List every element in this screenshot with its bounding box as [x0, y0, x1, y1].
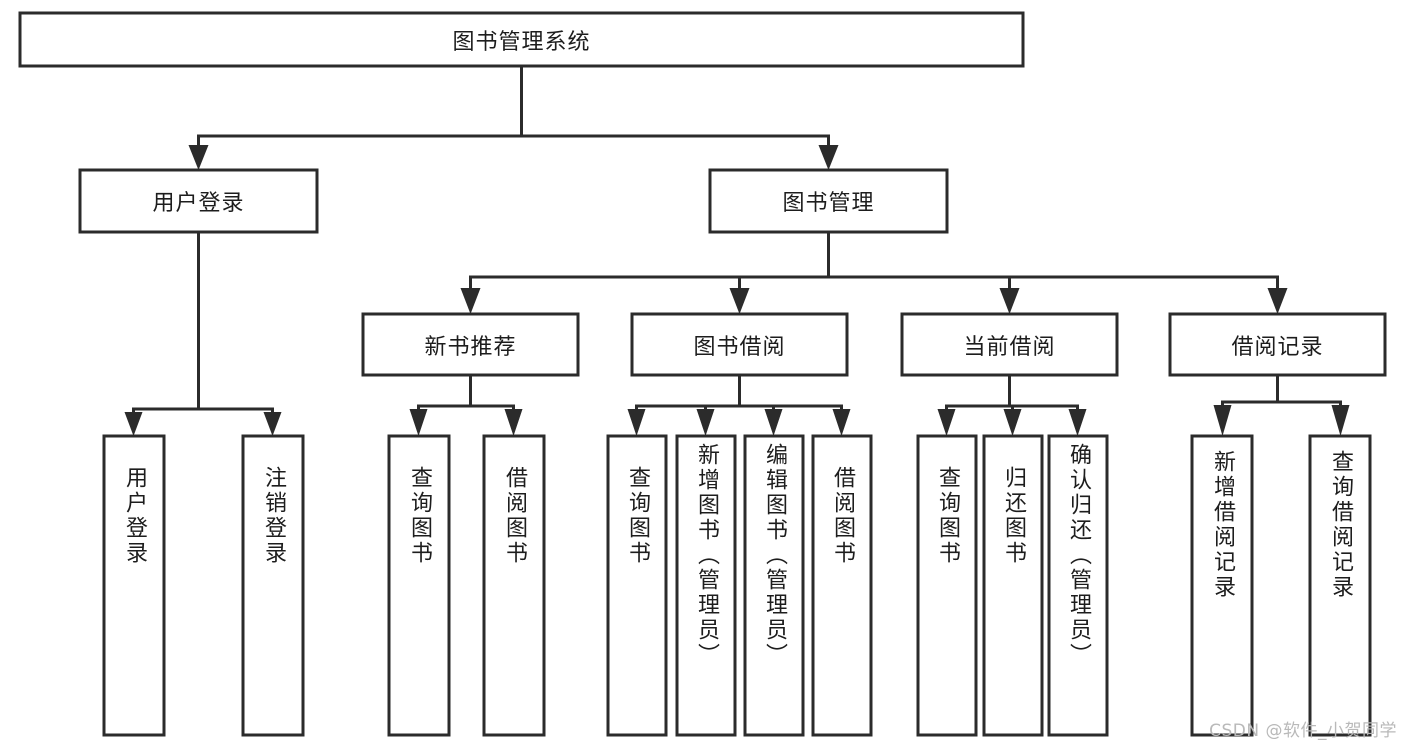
- node-box-leaf-query-book-2[interactable]: [606, 434, 668, 737]
- node-box-new-book-rec[interactable]: [361, 312, 580, 377]
- node-box-current-borrow[interactable]: [900, 312, 1119, 377]
- node-box-leaf-add-book[interactable]: [675, 434, 737, 737]
- node-box-leaf-query-book-1[interactable]: [387, 434, 451, 737]
- arrow-bb-to-borrow-book: [832, 409, 851, 436]
- arrow-root-to-book-manage: [818, 145, 839, 170]
- node-box-leaf-add-record[interactable]: [1190, 434, 1254, 737]
- arrow-bb-to-query-book: [627, 409, 646, 436]
- arrow-root-to-user-login: [188, 145, 209, 170]
- edges-layer: [124, 64, 1350, 436]
- node-box-borrow-record[interactable]: [1168, 312, 1387, 377]
- node-box-leaf-confirm-return[interactable]: [1047, 434, 1109, 737]
- arrow-bm-to-borrow-record: [1267, 288, 1288, 314]
- arrow-br-to-add-record: [1213, 405, 1232, 436]
- arrow-bm-to-current-borrow: [999, 288, 1020, 314]
- node-box-user-login[interactable]: [78, 168, 319, 234]
- node-box-leaf-user-login[interactable]: [102, 434, 166, 737]
- arrow-cb-to-query-book: [937, 409, 956, 436]
- node-box-book-manage[interactable]: [708, 168, 949, 234]
- arrow-br-to-query-record: [1331, 405, 1350, 436]
- arrow-bm-to-book-borrow: [729, 288, 750, 314]
- node-box-leaf-borrow-book-2[interactable]: [811, 434, 873, 737]
- node-box-leaf-logout[interactable]: [241, 434, 305, 737]
- node-box-leaf-edit-book[interactable]: [743, 434, 805, 737]
- arrow-ul-to-leaf-logout: [263, 412, 282, 436]
- node-box-root[interactable]: [18, 11, 1025, 68]
- node-box-leaf-query-record[interactable]: [1308, 434, 1372, 737]
- node-box-leaf-borrow-book-1[interactable]: [482, 434, 546, 737]
- node-box-leaf-return-book[interactable]: [982, 434, 1044, 737]
- nodes-layer: [18, 11, 1387, 737]
- arrow-cb-to-confirm-return: [1068, 409, 1087, 436]
- arrow-bb-to-edit-book: [764, 409, 783, 436]
- arrow-bm-to-new-book-rec: [460, 288, 481, 314]
- arrow-ul-to-leaf-user-login: [124, 412, 143, 436]
- arrow-cb-to-return-book: [1003, 409, 1022, 436]
- arrow-nbr-to-borrow-book: [504, 409, 523, 436]
- arrow-bb-to-add-book: [696, 409, 715, 436]
- node-box-leaf-query-book-3[interactable]: [916, 434, 978, 737]
- node-box-book-borrow[interactable]: [630, 312, 849, 377]
- arrow-nbr-to-query-book: [409, 409, 428, 436]
